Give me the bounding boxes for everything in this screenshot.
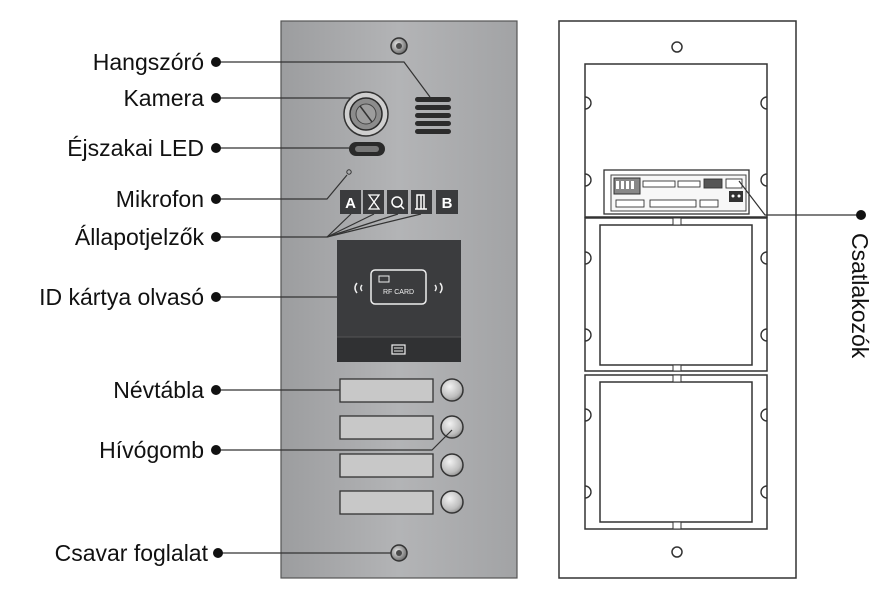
contactless-left-icon <box>354 282 363 294</box>
back-bottom-hole <box>671 546 683 558</box>
bottom-screw <box>390 544 408 562</box>
call-button-1[interactable] <box>440 378 464 402</box>
back-module-bottom <box>584 374 768 530</box>
nameplate-1 <box>339 378 434 403</box>
nameplate-3 <box>339 453 434 478</box>
door-icon <box>415 194 427 210</box>
hourglass-icon <box>367 194 381 210</box>
contactless-right-icon <box>434 282 443 294</box>
label-id-card-reader: ID kártya olvasó <box>39 284 204 310</box>
leader-call-button <box>216 429 453 451</box>
labels: Hangszóró Kamera Éjszakai LED Mikrofon Á… <box>39 49 873 566</box>
leader-dots <box>211 57 866 558</box>
camera-lens <box>343 91 389 137</box>
leader-connectors <box>738 180 861 216</box>
leader-status-4 <box>326 213 422 238</box>
indicator-a-label: A <box>345 195 356 212</box>
door-open-icon <box>391 196 405 210</box>
call-button-4[interactable] <box>440 490 464 514</box>
leader-status-2 <box>326 213 375 238</box>
status-indicator-strip: A B <box>340 190 458 214</box>
call-button-2[interactable] <box>440 415 464 439</box>
back-panel <box>558 20 797 579</box>
back-top-hole <box>671 41 683 53</box>
id-card-reader: RF CARD <box>337 240 461 362</box>
nameplates-and-buttons <box>339 378 464 515</box>
nameplate-4 <box>339 490 434 515</box>
call-button-3[interactable] <box>440 453 464 477</box>
leader-microphone <box>216 174 348 200</box>
label-microphone: Mikrofon <box>116 186 204 212</box>
label-call-button: Hívógomb <box>99 437 204 463</box>
microphone-hole <box>346 169 352 175</box>
speaker-grille <box>415 97 451 134</box>
rf-card-icon: RF CARD <box>370 269 427 305</box>
label-speaker: Hangszóró <box>93 49 204 75</box>
back-module-middle <box>584 217 768 372</box>
leader-speaker <box>216 61 431 98</box>
label-nameplate: Névtábla <box>113 377 204 403</box>
front-panel: A B RF CARD <box>280 20 518 579</box>
label-screw-socket: Csavar foglalat <box>55 540 209 566</box>
label-night-led: Éjszakai LED <box>67 135 204 161</box>
keypad-icon <box>391 344 406 355</box>
nameplate-2 <box>339 415 434 440</box>
top-screw <box>390 37 408 55</box>
label-status-indicators: Állapotjelzők <box>75 224 205 250</box>
night-led <box>349 142 385 156</box>
leader-lines <box>216 61 861 554</box>
connector-board <box>610 174 747 212</box>
indicator-b-label: B <box>442 195 453 212</box>
label-camera: Kamera <box>123 85 204 111</box>
leader-status-3 <box>326 213 399 238</box>
label-connectors: Csatlakozók <box>847 233 873 359</box>
rf-card-text: RF CARD <box>383 289 414 296</box>
